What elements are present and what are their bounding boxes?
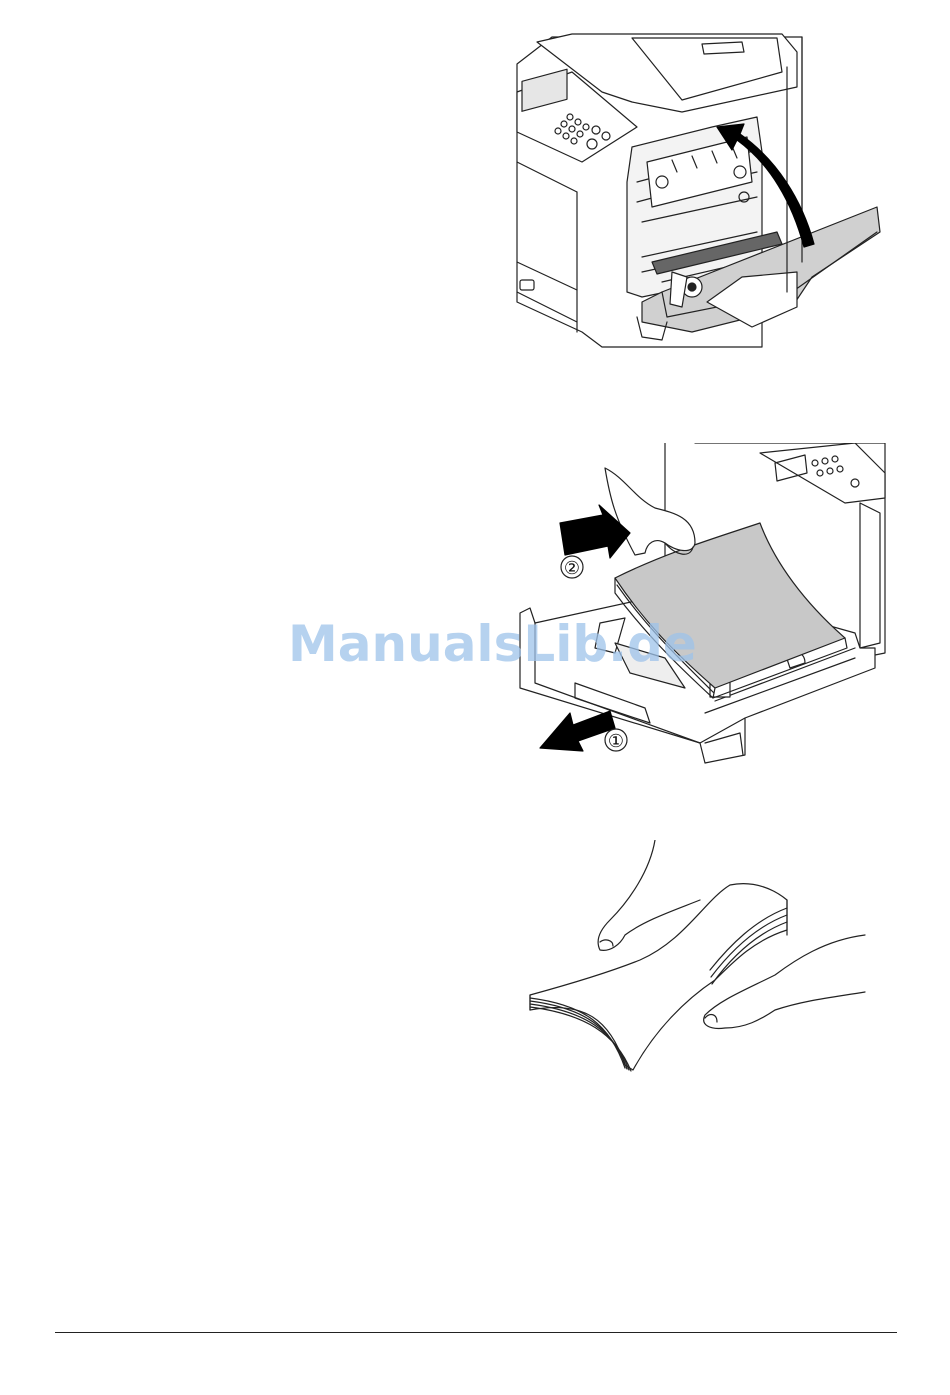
- step-pull-number: ①: [608, 731, 624, 752]
- paper-fan-illustration: [525, 840, 870, 1085]
- tray-loading-illustration: ② ①: [515, 443, 887, 765]
- step-push-number: ②: [564, 558, 580, 579]
- watermark-text: ManualsLib.de: [288, 615, 697, 673]
- arrow-left-down-icon: [540, 711, 615, 751]
- footer-divider: [55, 1332, 897, 1333]
- printer-door-illustration: [512, 32, 884, 350]
